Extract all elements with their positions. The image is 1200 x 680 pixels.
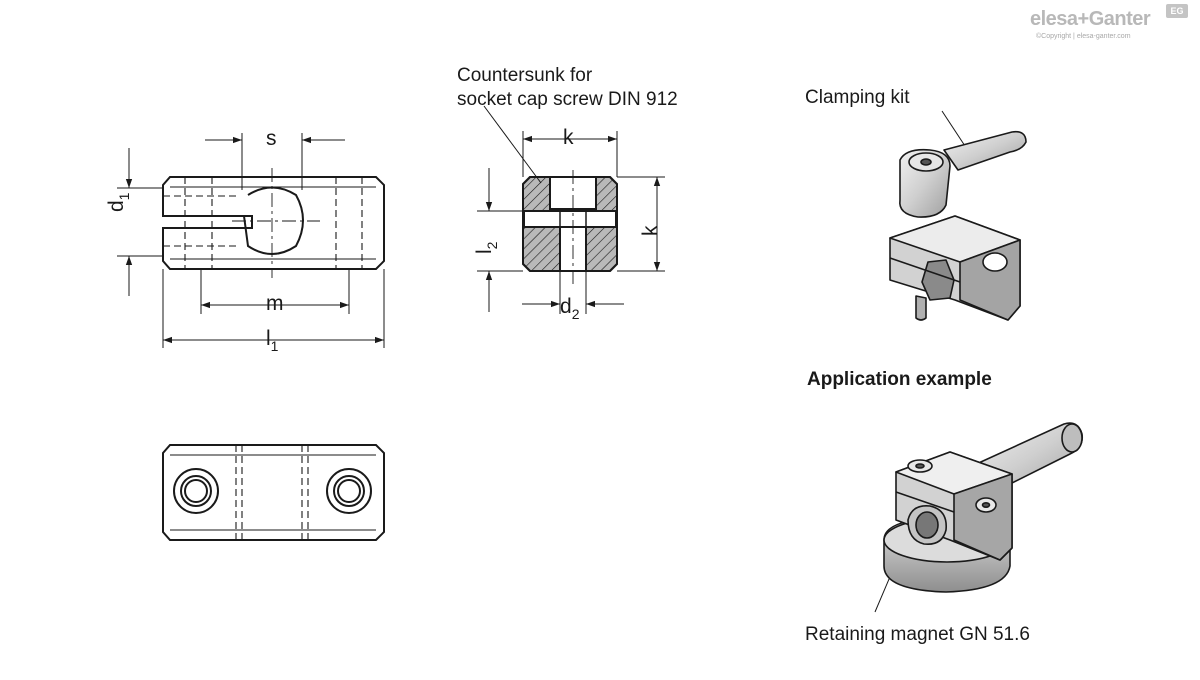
application-example-illustration: [874, 422, 1084, 613]
dim-label-d2-main: d: [560, 295, 572, 318]
dim-label-l1-main: l: [266, 327, 271, 350]
front-view: [162, 168, 385, 278]
retaining-magnet-label: Retaining magnet GN 51.6: [805, 624, 1030, 645]
dim-label-l2-sub: 2: [484, 241, 500, 250]
brand-badge: EG: [1166, 4, 1188, 18]
dim-label-l2-main: l: [473, 249, 496, 254]
clamping-kit-illustration: [889, 110, 1027, 321]
section-view-dimensions: [477, 105, 665, 314]
dim-label-l1-sub: 1: [270, 338, 279, 354]
top-view: [162, 444, 385, 541]
countersunk-note-line2: socket cap screw DIN 912: [457, 89, 678, 111]
dim-label-l1: l1: [266, 327, 278, 353]
section-view: [522, 170, 618, 285]
mounting-hole-left: [173, 468, 219, 514]
mounting-hole-right: [326, 468, 372, 514]
dim-label-d2-sub: 2: [571, 306, 580, 322]
countersunk-note: Countersunk for socket cap screw DIN 912: [457, 64, 678, 113]
dim-label-s: s: [266, 127, 277, 150]
dim-label-k-side: k: [639, 225, 662, 237]
dim-label-d2: d2: [560, 295, 579, 321]
dim-label-d1: d1: [105, 193, 132, 212]
application-example-heading: Application example: [807, 369, 992, 390]
copyright-text: ©Copyright | elesa-ganter.com: [1036, 33, 1131, 40]
dim-label-d1-sub: 1: [116, 192, 132, 201]
dim-label-l2: l2: [473, 242, 500, 254]
front-view-dimensions: [117, 133, 385, 348]
dim-label-m: m: [266, 292, 284, 315]
dim-label-d1-main: d: [105, 200, 128, 212]
countersunk-note-line1: Countersunk for: [457, 65, 593, 86]
dim-label-k-top: k: [563, 126, 574, 149]
clamping-kit-label: Clamping kit: [805, 87, 910, 108]
brand-logo: elesa+Ganter: [1030, 8, 1151, 30]
